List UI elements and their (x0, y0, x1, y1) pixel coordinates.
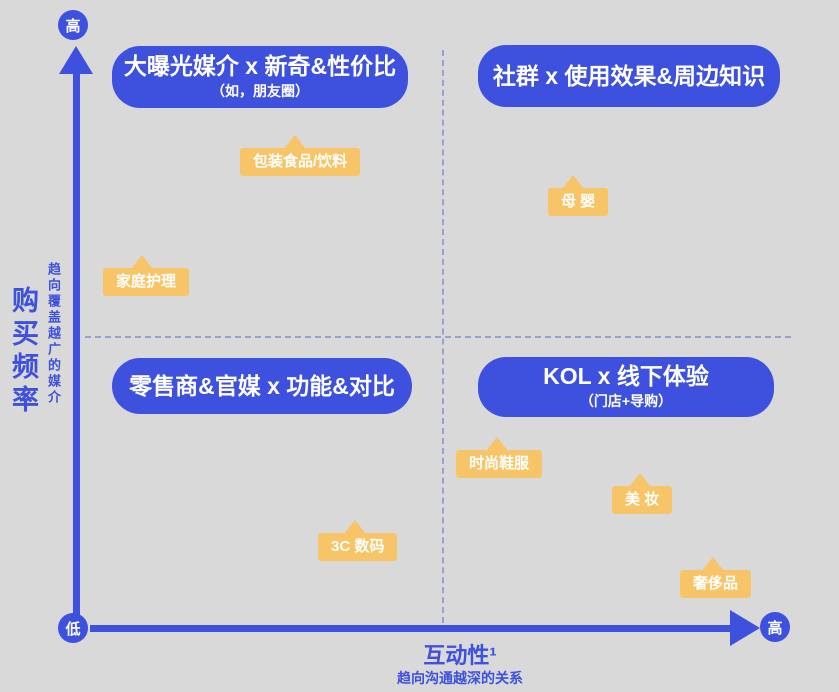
quadrant-title: 大曝光媒介 x 新奇&性价比 (123, 52, 397, 79)
x-axis-line (90, 625, 730, 632)
horizontal-divider-dashed (85, 336, 791, 338)
y-axis-high-marker: 高 (58, 10, 88, 40)
tag-label: 家庭护理 (116, 273, 177, 290)
quadrant-top-left: 大曝光媒介 x 新奇&性价比 （如，朋友圈） (112, 46, 408, 108)
quadrant-subtitle: （门店+导购） (579, 393, 673, 410)
tag-pointer-icon (344, 520, 366, 534)
tag-label: 母 婴 (561, 193, 596, 210)
tag-label: 包装食品/饮料 (253, 153, 348, 170)
x-axis-arrow-icon (730, 610, 760, 646)
origin-low-marker: 低 (58, 613, 88, 643)
category-tag-luxury: 奢侈品 (680, 557, 752, 598)
tag-pointer-icon (131, 255, 153, 269)
category-tag-beauty: 美 妆 (612, 473, 673, 514)
tag-pointer-icon (486, 437, 508, 451)
x-axis-subtitle: 趋向沟通越深的关系 (397, 670, 523, 686)
quadrant-title: 社群 x 使用效果&周边知识 (492, 62, 766, 89)
tag-pointer-icon (562, 175, 584, 189)
tag-pointer-icon (702, 557, 724, 571)
category-tag-home-care: 家庭护理 (103, 255, 190, 296)
quadrant-subtitle: （如，朋友圈） (211, 83, 309, 100)
tag-pointer-icon (629, 473, 651, 487)
y-axis-title: 购买频率 (8, 286, 38, 418)
y-axis-line (73, 72, 80, 628)
tag-label: 奢侈品 (693, 575, 739, 592)
x-axis-title: 互动性¹ (423, 643, 497, 668)
x-axis-high-marker: 高 (760, 612, 790, 642)
tag-label: 时尚鞋服 (469, 455, 530, 472)
tag-label: 3C 数码 (331, 538, 385, 555)
category-tag-fashion-footwear: 时尚鞋服 (456, 437, 543, 478)
category-tag-packaged-food-beverage: 包装食品/饮料 (240, 135, 361, 176)
y-axis-subtitle: 趋向覆盖越广的媒介 (46, 262, 61, 406)
quadrant-bottom-right: KOL x 线下体验 （门店+导购） (478, 357, 774, 417)
y-axis-arrow-icon (59, 46, 93, 74)
category-tag-3c-digital: 3C 数码 (318, 520, 398, 561)
quadrant-bottom-left: 零售商&官媒 x 功能&对比 (112, 358, 412, 414)
tag-label: 美 妆 (625, 491, 660, 508)
category-tag-mother-baby: 母 婴 (548, 175, 609, 216)
tag-pointer-icon (284, 135, 306, 149)
quadrant-title: 零售商&官媒 x 功能&对比 (129, 372, 395, 399)
quadrant-title: KOL x 线下体验 (543, 362, 709, 389)
quadrant-top-right: 社群 x 使用效果&周边知识 (478, 45, 780, 107)
